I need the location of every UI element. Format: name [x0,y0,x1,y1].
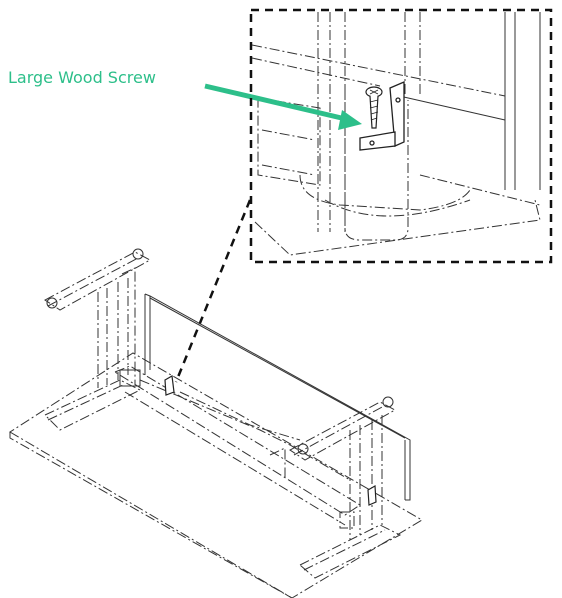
callout-arrow [204,83,362,130]
left-legs [97,267,136,388]
leader-line [174,199,252,383]
corner-bracket-icon [359,81,405,151]
callout-label: Large Wood Screw [8,68,156,87]
frame-crossbeam [113,365,361,529]
right-legs [349,415,383,540]
inset-table-leg [251,12,541,256]
left-foot [44,248,152,311]
table-assembly [9,248,423,598]
detail-inset [204,8,553,264]
tabletop [9,352,423,598]
right-lower-foot [299,524,402,579]
right-foot [289,396,397,461]
left-frame-bracket [164,375,175,396]
right-frame-bracket [367,485,377,506]
left-lower-foot [44,379,142,431]
inset-frame [249,8,553,264]
modesty-panel [144,293,411,501]
wood-screw-icon [365,86,383,129]
